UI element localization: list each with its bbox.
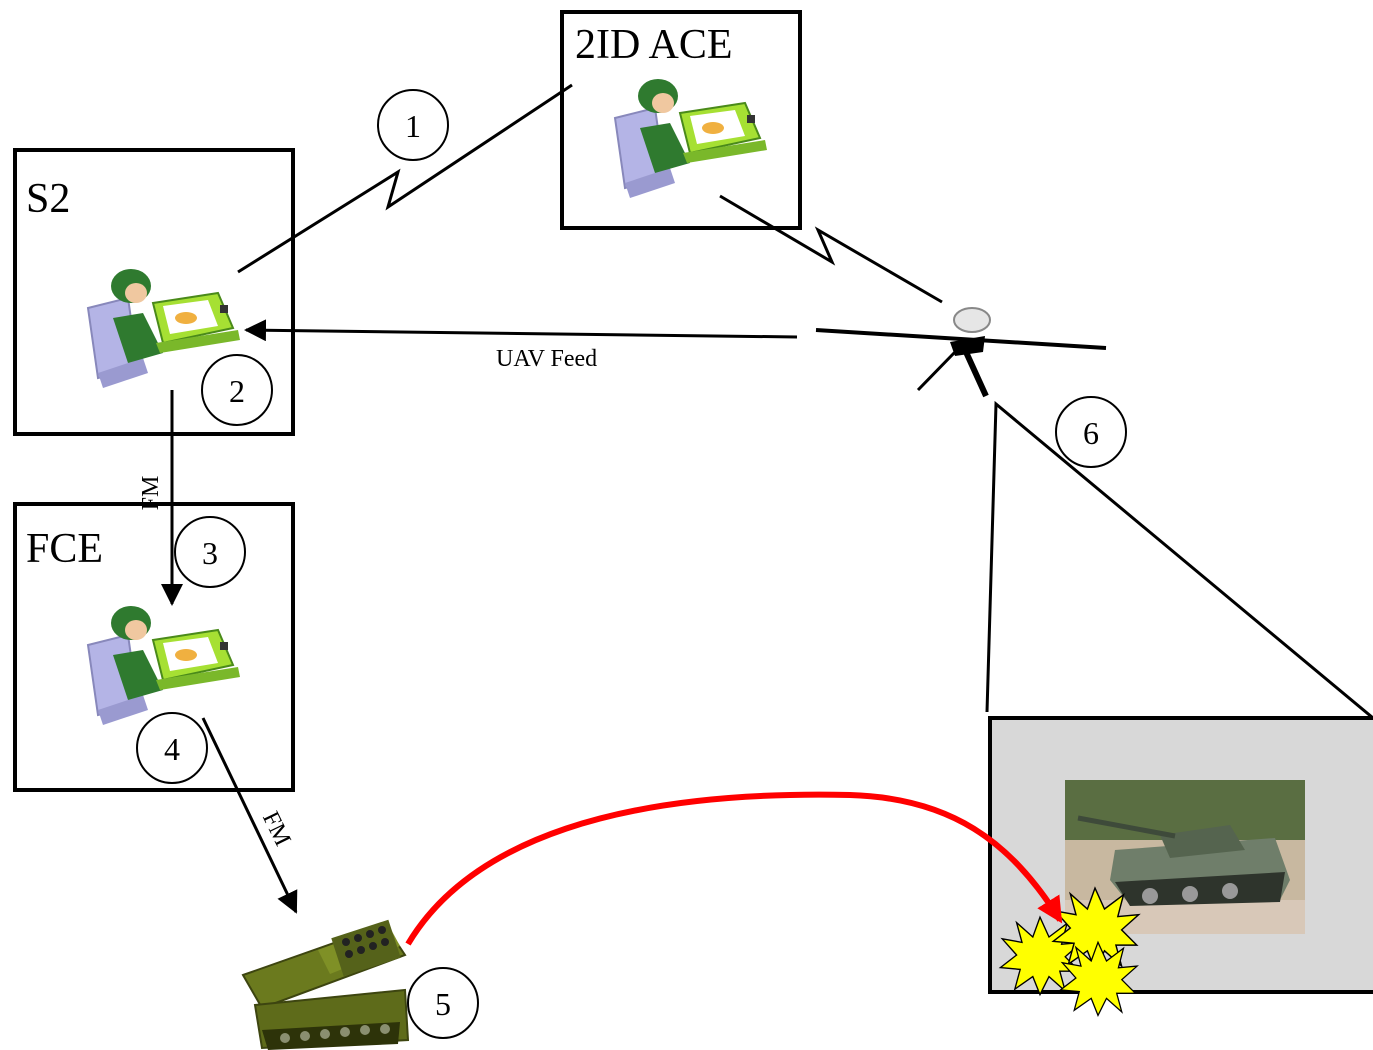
- step-5: 5: [407, 967, 479, 1039]
- step-3: 3: [174, 516, 246, 588]
- step-6-number: 6: [1083, 415, 1099, 451]
- fire-trajectory-arrow: [405, 791, 1063, 946]
- step-1: 1: [377, 89, 449, 161]
- ace-node: 2ID ACE: [560, 10, 802, 230]
- radio-link-ace-uav: [719, 194, 943, 304]
- step-3-number: 3: [202, 535, 218, 571]
- rocket-launcher-icon: [241, 919, 410, 1050]
- radio-link-s2-ace: [237, 83, 573, 274]
- step-1-number: 1: [405, 108, 421, 144]
- target-video-screen: [988, 716, 1373, 1017]
- uav-feed-label: UAV Feed: [496, 346, 597, 372]
- step-5-number: 5: [435, 986, 451, 1022]
- step-4-number: 4: [164, 731, 180, 767]
- fce-label: FCE: [26, 526, 103, 572]
- s2-node: S2: [13, 148, 295, 436]
- fm-label-s2-fce: FM: [138, 476, 164, 511]
- step-2-number: 2: [229, 373, 245, 409]
- uav-icon: [815, 307, 1107, 398]
- step-4: 4: [136, 712, 208, 784]
- ace-label: 2ID ACE: [575, 22, 733, 68]
- fm-arrow-fce-launcher: [201, 717, 298, 914]
- uav-feed-arrow: [244, 319, 798, 342]
- sensor-cone: [985, 400, 1373, 720]
- step-6: 6: [1055, 396, 1127, 468]
- step-2: 2: [201, 354, 273, 426]
- s2-label: S2: [26, 176, 70, 222]
